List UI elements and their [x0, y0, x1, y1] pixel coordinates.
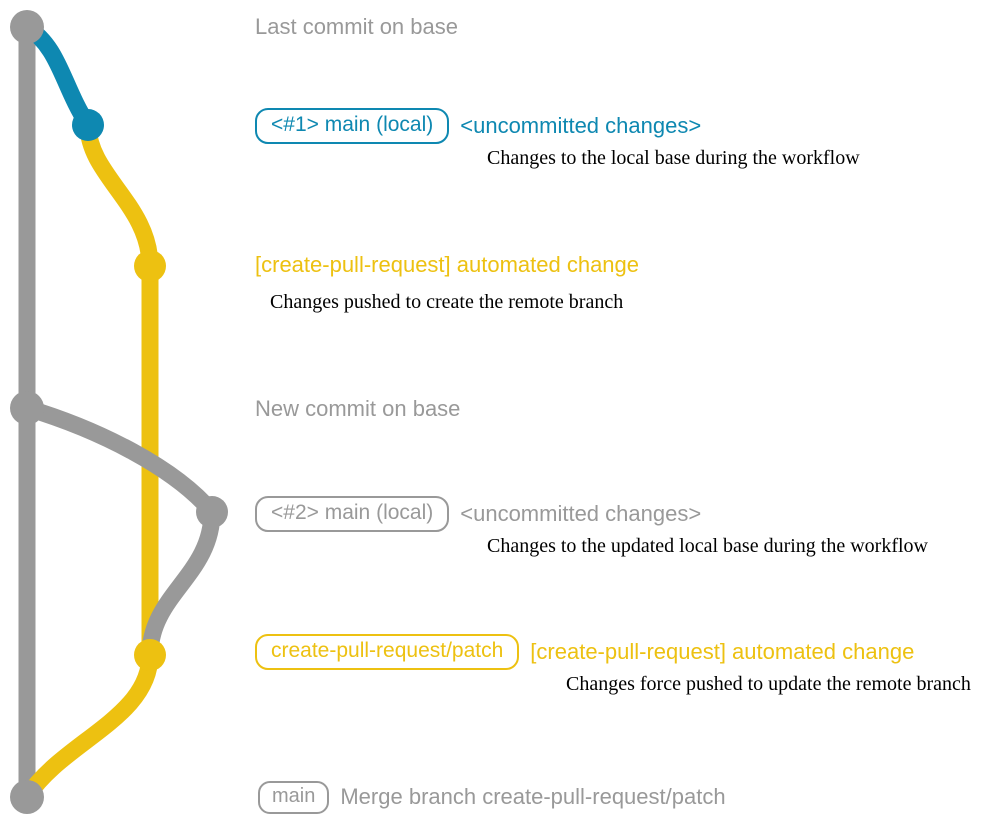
graph-nodes: [10, 10, 228, 814]
commit-node-local-change-1[interactable]: [72, 109, 104, 141]
entry-automated-1: [create-pull-request] automated change: [255, 252, 639, 278]
entry-local-1: <#1> main (local) <uncommitted changes>: [255, 108, 702, 145]
commit-node-automated-commit-2[interactable]: [134, 639, 166, 671]
commit-message-merge: Merge branch create-pull-request/patch: [340, 784, 726, 810]
note-last-commit-on-base: Last commit on base: [255, 14, 458, 39]
commit-message-local-1: <uncommitted changes>: [460, 112, 702, 138]
commit-node-base-head-commit[interactable]: [10, 10, 44, 44]
description-automated-2: Changes force pushed to update the remot…: [566, 673, 971, 695]
branch-pill-create-pull-request-patch[interactable]: create-pull-request/patch: [255, 634, 520, 671]
graph-edge-base-to-local-2: [18, 399, 221, 521]
commit-node-automated-commit-1[interactable]: [134, 250, 166, 282]
commit-node-local-change-2[interactable]: [196, 496, 228, 528]
graph-edges: [18, 18, 221, 806]
note-new-commit-on-base: New commit on base: [255, 396, 461, 421]
entry-automated-2: create-pull-request/patch [create-pull-r…: [255, 634, 915, 671]
description-automated-1: Changes pushed to create the remote bran…: [270, 291, 624, 313]
entry-merge: main Merge branch create-pull-request/pa…: [258, 781, 726, 814]
branch-pill-local-2[interactable]: <#2> main (local): [255, 496, 450, 533]
description-local-1: Changes to the local base during the wor…: [487, 147, 860, 169]
graph-edge-local-1-to-automated-1: [79, 116, 159, 275]
commit-node-merge-commit[interactable]: [10, 780, 44, 814]
graph-edge-branch-to-local-1: [18, 18, 97, 134]
commit-message-local-2: <uncommitted changes>: [460, 500, 702, 526]
description-local-2: Changes to the updated local base during…: [487, 535, 928, 557]
commit-message-automated-1: [create-pull-request] automated change: [255, 252, 640, 277]
commit-node-base-new-commit[interactable]: [10, 391, 44, 425]
graph-edge-automated-2-to-merge: [18, 646, 159, 806]
branch-pill-main[interactable]: main: [258, 781, 330, 814]
branch-pill-local-1[interactable]: <#1> main (local): [255, 108, 450, 145]
commit-message-automated-2: [create-pull-request] automated change: [530, 638, 915, 664]
entry-local-2: <#2> main (local) <uncommitted changes>: [255, 496, 702, 533]
graph-edge-local-2-to-automated-2: [141, 503, 221, 664]
